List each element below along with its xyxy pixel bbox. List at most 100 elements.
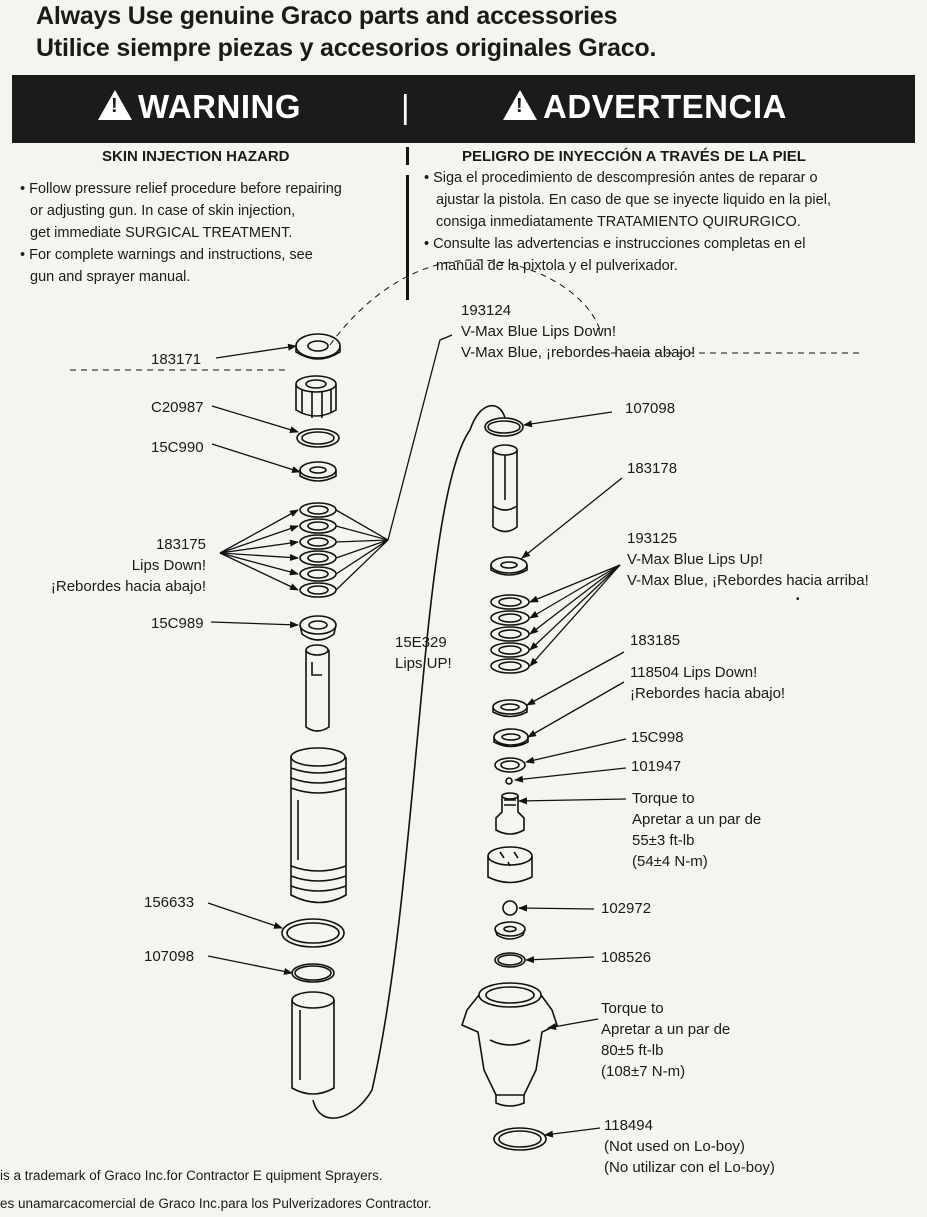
- leader-line: [526, 651, 625, 706]
- hazard-subtitle-spanish: PELIGRO DE INYECCIÓN A TRAVÉS DE LA PIEL: [462, 148, 806, 165]
- bullet-line: consiga inmediatamente TRATAMIENTO QUIRU…: [436, 214, 801, 230]
- label-193125: 193125 V-Max Blue Lips Up! V-Max Blue, ¡…: [627, 528, 869, 591]
- part-sleeve: [291, 991, 335, 1095]
- leader-line: [215, 343, 297, 359]
- title-spanish: Utilice siempre piezas y accesorios orig…: [36, 34, 657, 62]
- label-15E329: 15E329 Lips UP!: [395, 632, 452, 674]
- warning-title-text: WARNING: [138, 88, 301, 125]
- torque-line: Torque to: [601, 1000, 664, 1017]
- leader-line: [219, 552, 299, 591]
- torque-line: Apretar a un par de: [632, 811, 762, 828]
- leader-line: [529, 564, 621, 619]
- leader-line: [527, 681, 625, 738]
- label-118504-line2: ¡Rebordes hacia abajo!: [630, 685, 786, 702]
- part-102972-ball: [502, 900, 518, 916]
- bullet-line: • Consulte las advertencias e instruccio…: [424, 236, 806, 252]
- warning-triangle-icon: [98, 90, 132, 120]
- column-divider: [406, 175, 409, 300]
- part-101947-ball: [505, 777, 513, 785]
- title-english: Always Use genuine Graco parts and acces…: [36, 2, 618, 30]
- leader-line: [219, 539, 299, 554]
- part-108526-oring: [494, 952, 526, 968]
- leader-line: [529, 564, 621, 603]
- leader-line: [523, 411, 613, 428]
- label-15C990: 15C990: [151, 439, 204, 456]
- part-15C998-ring: [494, 757, 526, 773]
- torque-line: Apretar a un par de: [601, 1021, 731, 1038]
- part-107098-oring-upper: [484, 417, 524, 437]
- part-183175-packings: [299, 502, 337, 598]
- part-intake-seat: [494, 921, 526, 940]
- footer-trademark-spanish: es unamarcacomercial de Graco Inc.para l…: [0, 1196, 432, 1211]
- label-193124-line2: V-Max Blue, ¡rebordes hacia abajo!: [461, 344, 696, 361]
- part-piston-rod: [492, 444, 518, 533]
- leader-line: [518, 904, 595, 912]
- part-118504-ring: [493, 728, 529, 748]
- leader-line: [525, 956, 595, 964]
- label-193125-number: 193125: [627, 530, 678, 547]
- leader-line: [518, 797, 627, 805]
- part-15C990-ring: [299, 461, 337, 482]
- part-intake-cage: [487, 846, 533, 884]
- torque-line: (108±7 N-m): [601, 1063, 686, 1080]
- label-108526: 108526: [601, 949, 652, 966]
- label-15C998: 15C998: [631, 729, 684, 746]
- leader-line: [525, 738, 627, 764]
- part-pump-cylinder: [290, 747, 347, 904]
- leader-line: [207, 902, 283, 929]
- leader-line: [387, 334, 453, 541]
- guide-dashed-line: [329, 259, 601, 346]
- part-piston-valve: [495, 792, 525, 835]
- label-118494-line2: (No utilizar con el Lo-boy): [604, 1159, 775, 1176]
- leader-line: [207, 955, 293, 975]
- part-intake-valve-housing: [461, 982, 558, 1107]
- label-C20987: C20987: [151, 399, 204, 416]
- leader-line: [210, 621, 299, 629]
- label-torque-intake: Torque to Apretar a un par de 80±5 ft-lb…: [601, 998, 730, 1082]
- label-15E329-number: 15E329: [395, 634, 447, 651]
- leader-line: [529, 564, 621, 635]
- label-118494-number: 118494: [604, 1117, 653, 1134]
- leader-line: [514, 767, 627, 783]
- part-183178-ring: [490, 556, 528, 576]
- label-118494-line1: (Not used on Lo-boy): [604, 1138, 745, 1155]
- label-101947: 101947: [631, 758, 682, 775]
- warning-bullets-english: • Follow pressure relief procedure befor…: [20, 178, 342, 288]
- advertencia-title-text: ADVERTENCIA: [543, 88, 787, 125]
- torque-line: Torque to: [632, 790, 695, 807]
- label-183175: 183175 Lips Down! ¡Rebordes hacia abajo!: [30, 534, 206, 597]
- leader-line: [219, 552, 299, 561]
- leader-line: [547, 1018, 599, 1031]
- leader-line: [529, 564, 621, 667]
- label-107098-upper: 107098: [625, 400, 676, 417]
- advertencia-title: ADVERTENCIA: [503, 88, 787, 126]
- part-183171-ring: [295, 333, 341, 360]
- bullet-line: • For complete warnings and instructions…: [20, 247, 313, 263]
- torque-line: 80±5 ft-lb: [601, 1042, 664, 1059]
- bullet-line: • Siga el procedimiento de descompresión…: [424, 170, 818, 186]
- torque-line: (54±4 N-m): [632, 853, 708, 870]
- torque-line: 55±3 ft-lb: [632, 832, 695, 849]
- bullet-line: or adjusting gun. In case of skin inject…: [30, 203, 296, 219]
- label-183185: 183185: [630, 632, 681, 649]
- label-118504: 118504 Lips Down! ¡Rebordes hacia abajo!: [630, 662, 785, 704]
- part-displacement-rod: [305, 644, 330, 732]
- label-183178: 183178: [627, 460, 678, 477]
- part-packing-nut: [295, 375, 337, 418]
- part-15C989-gland: [299, 615, 337, 641]
- leader-line: [521, 477, 623, 559]
- warning-bullets-spanish: • Siga el procedimiento de descompresión…: [424, 167, 831, 277]
- leader-line: [219, 552, 299, 576]
- leader-line: [335, 509, 389, 591]
- leader-line: [544, 1127, 601, 1138]
- part-193125-packings: [490, 594, 530, 674]
- label-15E329-line1: Lips UP!: [395, 655, 452, 672]
- part-label-marker: •: [796, 594, 800, 605]
- part-183185-ring: [492, 699, 528, 718]
- label-118504-line1: 118504 Lips Down!: [630, 664, 758, 681]
- label-183175-number: 183175: [155, 536, 206, 553]
- part-C20987-ring: [296, 428, 340, 448]
- part-156633-ring: [281, 918, 345, 948]
- leader-line: [211, 443, 301, 473]
